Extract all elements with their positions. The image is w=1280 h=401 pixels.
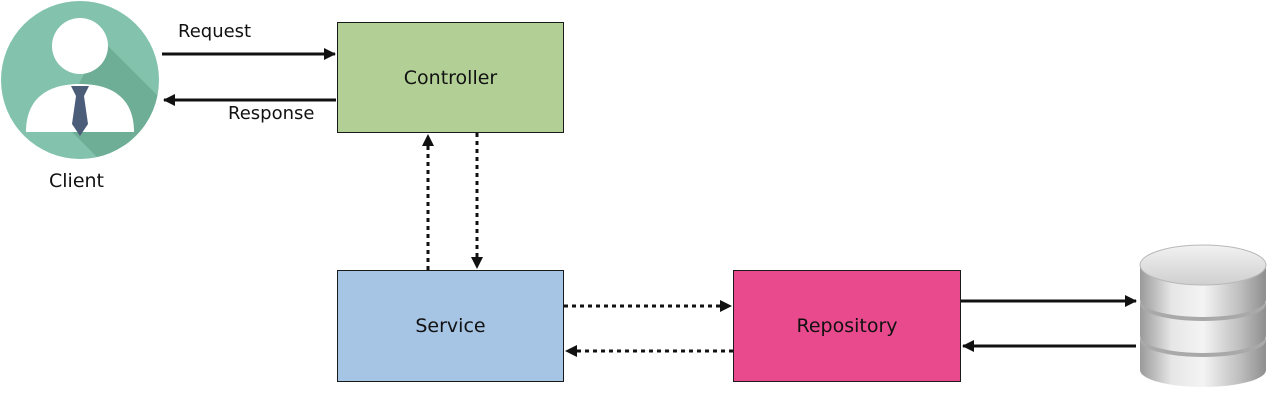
database-icon [1139,244,1267,387]
repository-label: Repository [796,315,898,337]
service-box: Service [337,270,564,382]
client-label: Client [49,170,105,192]
user-avatar-icon [1,1,159,159]
response-label: Response [228,103,315,124]
service-label: Service [415,315,486,337]
repository-box: Repository [733,270,961,382]
request-label: Request [178,21,252,42]
controller-label: Controller [403,66,498,89]
controller-box: Controller [337,22,564,133]
